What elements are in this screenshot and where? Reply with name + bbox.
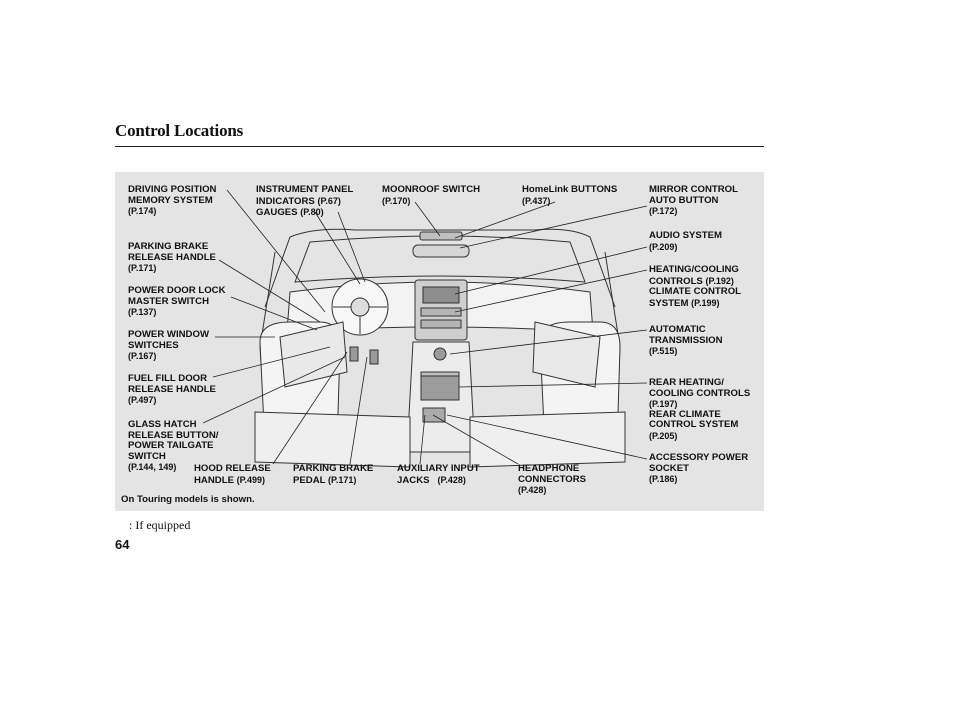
label-power-window: POWER WINDOW SWITCHES (P.167) [128, 329, 210, 361]
label-accessory-power: ACCESSORY POWER SOCKET (P.186) [649, 452, 749, 484]
right-door-panel [532, 321, 601, 388]
label-auxiliary-input: AUXILIARY INPUT JACKS (P.428) [397, 463, 480, 486]
label-hood-release: HOOD RELEASE HANDLE (P.499) [194, 463, 271, 486]
windshield [294, 235, 586, 283]
label-power-door-lock: POWER DOOR LOCK MASTER SWITCH (P.137) [128, 285, 226, 317]
figure-note: On Touring models is shown. [121, 494, 255, 505]
label-glass-hatch: GLASS HATCH RELEASE BUTTON/ POWER TAILGA… [128, 419, 219, 472]
roof-outline [264, 228, 616, 308]
control-locations-figure: DRIVING POSITION MEMORY SYSTEM (P.174) I… [115, 172, 764, 511]
label-homelink-buttons: HomeLink BUTTONS (P.437) [522, 184, 618, 206]
label-automatic-transmission: AUTOMATIC TRANSMISSION (P.515) [649, 324, 723, 356]
moonroof-console [419, 231, 463, 241]
left-door-panel [279, 321, 348, 388]
page-number: 64 [115, 537, 130, 552]
label-driving-position: DRIVING POSITION MEMORY SYSTEM (P.174) [128, 184, 217, 216]
label-audio-system: AUDIO SYSTEM (P.209) [649, 230, 723, 252]
label-heating-cooling: HEATING/COOLING CONTROLS (P.192) CLIMATE… [649, 264, 742, 309]
rear-climate-panel [420, 375, 460, 401]
label-instrument-panel: INSTRUMENT PANEL INDICATORS (P.67) GAUGE… [256, 184, 354, 218]
label-headphone-connectors: HEADPHONE CONNECTORS (P.428) [518, 463, 587, 495]
title-rule [115, 146, 764, 147]
label-moonroof-switch: MOONROOF SWITCH (P.170) [382, 184, 481, 206]
label-rear-heating: REAR HEATING/ COOLING CONTROLS (P.197) R… [649, 377, 751, 441]
vehicle-interior-illustration [202, 189, 648, 468]
footnote: : If equipped [129, 518, 191, 532]
label-mirror-control: MIRROR CONTROL AUTO BUTTON (P.172) [649, 184, 738, 216]
label-parking-brake-release: PARKING BRAKE RELEASE HANDLE (P.171) [128, 241, 216, 273]
rear-view-mirror [412, 244, 470, 258]
page-title: Control Locations [115, 121, 244, 140]
label-parking-brake-pedal: PARKING BRAKE PEDAL (P.171) [293, 463, 374, 486]
label-fuel-fill-door: FUEL FILL DOOR RELEASE HANDLE (P.497) [128, 373, 216, 405]
rear-seat [254, 411, 411, 468]
